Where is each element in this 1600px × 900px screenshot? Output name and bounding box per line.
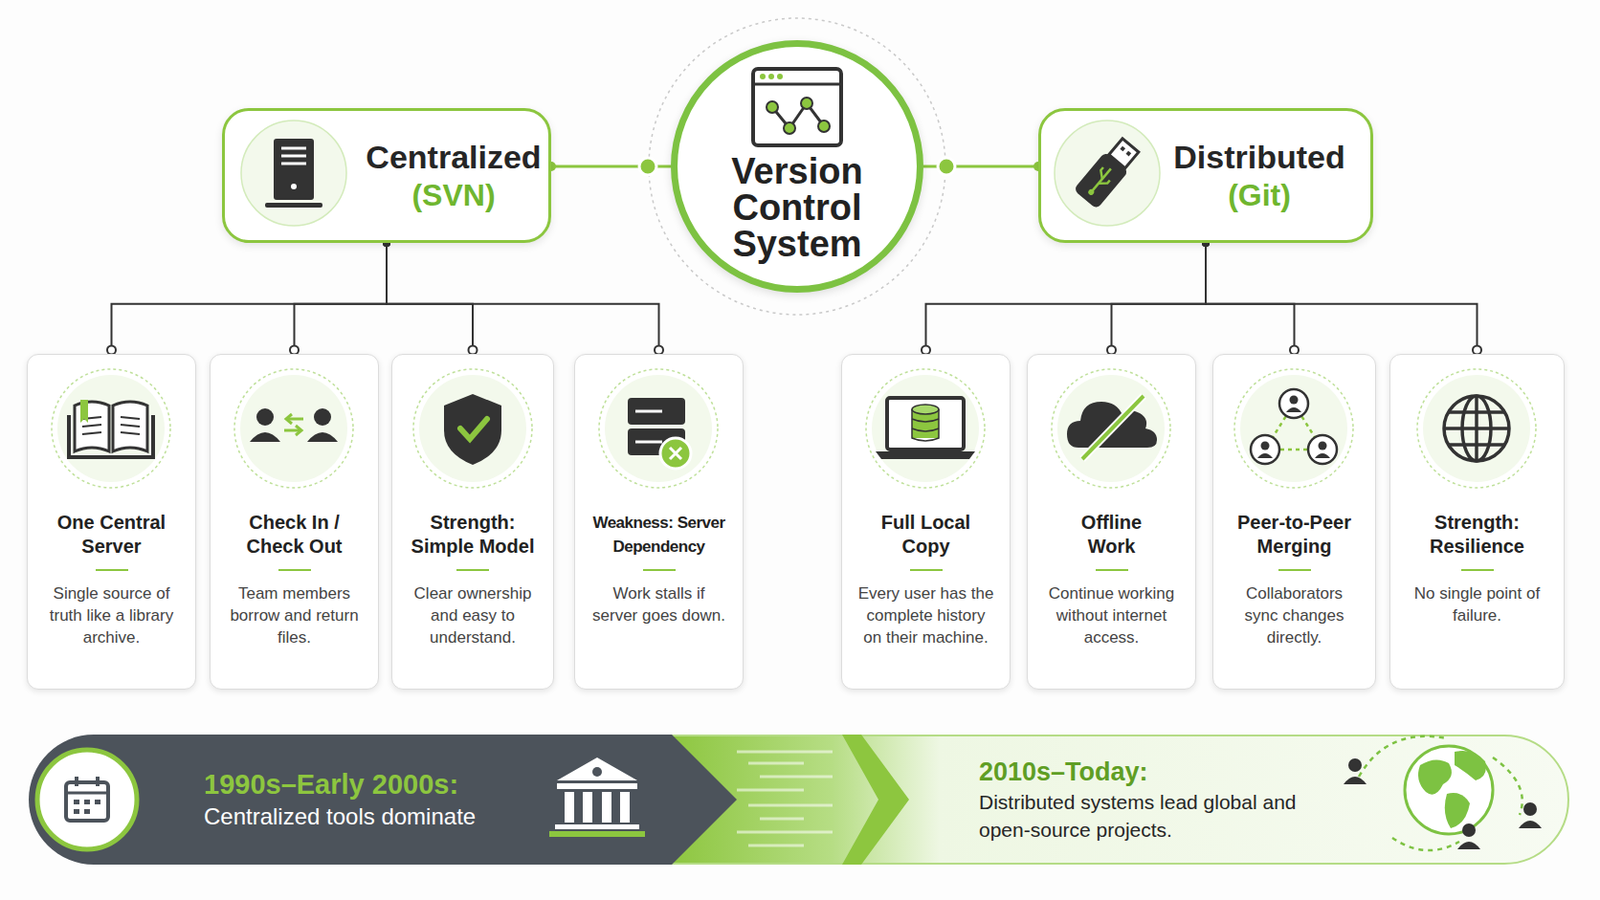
dashed-ring [648,18,946,315]
icon-discs [57,375,1531,483]
card-body: Every user has the complete history on t… [853,582,999,649]
laptop-icon [875,398,976,460]
globe-icon [1444,396,1510,462]
branch-heading: Distributed [1148,137,1371,177]
icon-rings [51,369,1536,489]
card-title: Full Local Copy [864,511,989,572]
tree-connector [1205,243,1295,355]
card-body: Collaborators sync changes directly. [1224,582,1364,649]
card-title: Strength: Simple Model [405,511,540,572]
era-band: 2010s–Today:Distributed systems lead glo… [669,734,1570,866]
calendar-icon [37,750,137,850]
card-title: One Central Server [44,511,179,572]
peer-network-icon [1250,389,1337,465]
era-band: 1990s–Early 2000s:Centralized tools domi… [28,734,737,866]
era-heading: 1990s–Early 2000s: [203,767,737,802]
tree-connector [111,243,388,355]
card-title: Strength: Resilience [1401,511,1553,572]
cloud-offline-icon [1066,396,1157,460]
server-down-icon [627,398,691,469]
tree-connector [294,243,388,355]
feature-card: Weakness: Server DependencyWork stalls i… [574,354,744,690]
feature-card: Strength: Resilience No single point of f… [1389,354,1565,690]
graph-window-icon [753,68,842,146]
tree-connector [1205,243,1478,355]
book-icon [68,400,154,458]
feature-card: Peer-to-Peer MergingCollaborators sync c… [1212,354,1377,690]
junction-dot [937,157,956,176]
card-body: No single point of failure. [1401,582,1553,627]
hub-circle: Version Control System [670,40,924,293]
server-tower-icon [241,120,347,226]
feature-card: One Central ServerSingle source of truth… [26,354,197,690]
branch-subheading: (SVN) [358,176,549,215]
era-body: Distributed systems lead global and open… [978,788,1305,845]
card-body: Continue working without internet access… [1039,582,1184,649]
card-body: Single source of truth like a library ar… [39,582,184,649]
usb-drive-icon [1054,120,1160,226]
building-icon [549,757,645,838]
card-body: Team members borrow and return files. [222,582,367,649]
branch-subheading: (Git) [1148,176,1371,215]
feature-card: Check In / Check OutTeam members borrow … [209,354,379,690]
junction-dot [639,157,657,176]
card-title: Weakness: Server Dependency [586,511,732,572]
card-title: Peer-to-Peer Merging [1224,511,1364,572]
card-body: Clear ownership and easy to understand. [403,582,542,649]
branch-box: Centralized(SVN) [222,108,552,244]
tree-connector [386,243,660,355]
era-body: Centralized tools dominate [203,801,737,833]
shield-icon [444,394,502,466]
tree-connector [926,243,1207,355]
hub-title: Version Control System [691,153,903,263]
tree-connector [386,243,473,355]
feature-card: Offline WorkContinue working without int… [1026,354,1197,690]
feature-card: Full Local CopyEvery user has the comple… [841,354,1011,690]
card-title: Check In / Check Out [237,511,353,572]
card-body: Work stalls if server goes down. [586,582,732,627]
era-heading: 2010s–Today: [978,755,1570,789]
exchange-icon [249,408,338,443]
feature-card: Strength: Simple ModelClear ownership an… [391,354,555,690]
tree-connector [1111,243,1207,355]
world-collaboration-icon [1343,736,1542,851]
branch-box: Distributed(Git) [1038,108,1374,244]
card-title: Offline Work [1068,511,1156,572]
branch-heading: Centralized [358,137,549,177]
